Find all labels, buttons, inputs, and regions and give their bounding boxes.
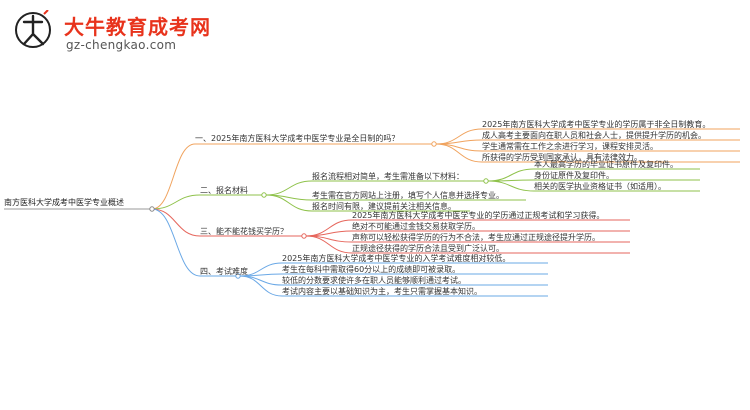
branch-2-item-3: 报名时间有限，建议提前关注相关信息。	[312, 202, 456, 211]
edge-root-branch-1	[151, 143, 196, 210]
mindmap-edges	[4, 128, 740, 297]
branch-1-title[interactable]: 一、2025年南方医科大学成考中医学专业是全日制的吗？	[195, 134, 400, 143]
branch-2-item-2: 考生需在官方网站上注册，填写个人信息并选择专业。	[312, 191, 504, 200]
edge-branch-4-item-3	[239, 275, 283, 286]
edge-root-branch-4	[151, 208, 201, 277]
branch-2-title[interactable]: 二、报名材料	[200, 186, 248, 195]
edge-root-branch-2	[151, 194, 201, 210]
branch-1-item-1: 2025年南方医科大学成考中医学专业的学历属于非全日制教育。	[482, 120, 711, 129]
edge-root-branch-3	[151, 208, 201, 237]
branch-2-item-1: 报名流程相对简单，考生需准备以下材料：	[312, 172, 464, 181]
branch-3-item-4: 正规途径获得的学历合法且受到广泛认可。	[352, 244, 504, 253]
branch-1-item-2: 成人高考主要面向在职人员和社会人士，提供提升学历的机会。	[482, 131, 706, 140]
branch-4-item-3: 较低的分数要求使许多在职人员能够顺利通过考试。	[282, 276, 466, 285]
edge-branch-3-item-4	[305, 235, 353, 254]
dot-branch-4	[235, 273, 241, 279]
dot-root	[149, 206, 155, 212]
edge-branch-2-item-3	[265, 194, 313, 212]
branch-4-title[interactable]: 四、考试难度	[200, 267, 248, 276]
branch-3-item-1: 2025年南方医科大学成考中医学专业的学历通过正规考试和学习获得。	[352, 211, 605, 220]
branch-4-item-4: 考试内容主要以基础知识为主，考生只需掌握基本知识。	[282, 287, 482, 296]
branch-2-subitem-3: 相关的医学执业资格证书（如适用）。	[534, 182, 666, 191]
branch-4-item-2: 考生在每科中需取得60分以上的成绩即可被录取。	[282, 265, 461, 274]
edge-branch-4-item-4	[239, 275, 283, 297]
branch-2-subitem-2: 身份证原件及复印件。	[534, 171, 614, 180]
branch-3-item-2: 绝对不可能通过金钱交易获取学历。	[352, 222, 480, 231]
branch-1-item-4: 所获得的学历受到国家承认，具有法律效力。	[482, 153, 642, 162]
edge-branch-2-item-1	[265, 180, 313, 196]
dot-branch-2-item-1	[483, 178, 489, 184]
branch-3-title[interactable]: 三、能不能花钱买学历？	[200, 227, 288, 236]
logo-title: 大牛教育成考网	[64, 15, 211, 39]
branch-2-subitem-1: 本人最高学历的毕业证书原件及复印件。	[534, 160, 678, 169]
dot-branch-2	[261, 192, 267, 198]
dot-branch-3	[301, 233, 307, 239]
logo-url: gz-chengkao.com	[66, 38, 177, 52]
mindmap-node-dots	[149, 141, 489, 279]
edge-branch-1-item-4	[435, 143, 483, 163]
branch-3-item-3: 声称可以轻松获得学历的行为不合法，考生应通过正规途径提升学历。	[352, 233, 600, 242]
root-node[interactable]: 南方医科大学成考中医学专业概述	[4, 198, 124, 207]
edge-branch-2-subitem-3	[487, 180, 535, 192]
logo-mark-icon	[15, 10, 51, 48]
edge-branch-1-item-2	[435, 139, 483, 145]
dot-branch-1	[431, 141, 437, 147]
branch-4-item-1: 2025年南方医科大学成考中医学专业的入学考试难度相对较低。	[282, 254, 511, 263]
branch-1-item-3: 学生通常需在工作之余进行学习，课程安排灵活。	[482, 142, 658, 151]
edge-branch-2-subitem-1	[487, 168, 535, 182]
site-logo[interactable]: 大牛教育成考网 gz-chengkao.com	[10, 8, 210, 56]
